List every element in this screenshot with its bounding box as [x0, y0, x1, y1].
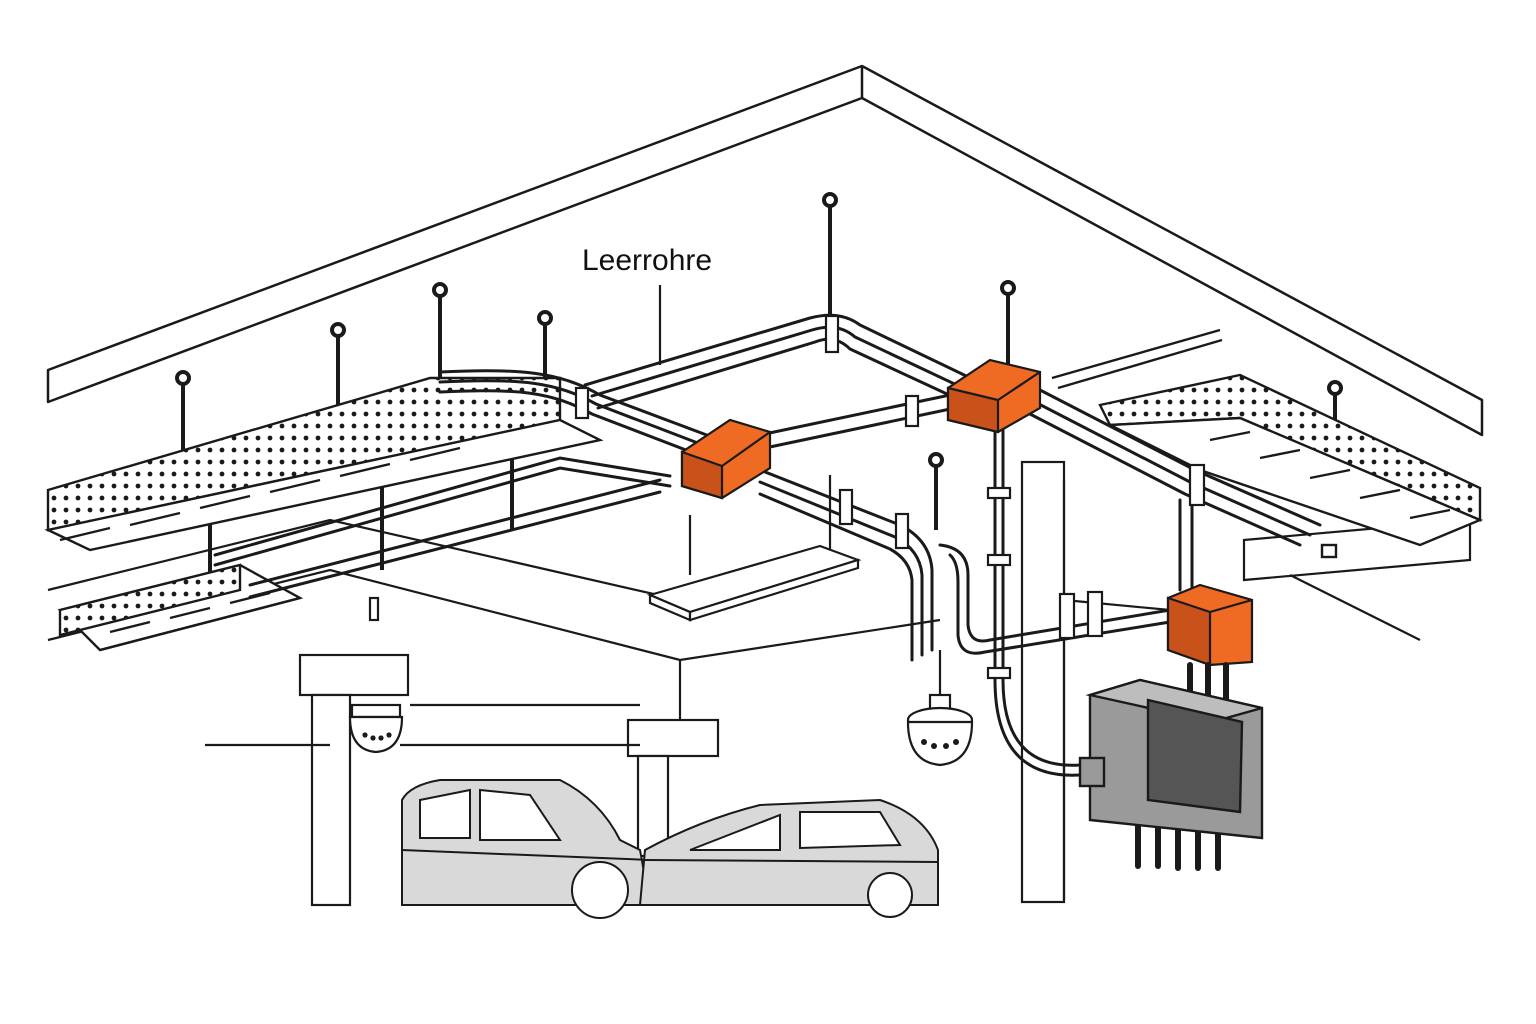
pipe-clamps: [368, 314, 1206, 680]
dome-camera-icon: [348, 703, 404, 754]
conduit-callout: Leerrohre: [582, 244, 712, 365]
ceiling-slab: [46, 64, 1484, 437]
ceiling-light-icon: [646, 475, 862, 622]
car-icon: [401, 779, 652, 919]
junction-box-icon: [1166, 583, 1254, 667]
dome-camera-icon: [906, 650, 974, 767]
junction-box-icon: [946, 358, 1042, 434]
parked-cars: [401, 779, 939, 919]
distribution-panel-icon: [1078, 678, 1264, 840]
car-icon: [638, 798, 939, 918]
cable-tray-left: [44, 376, 604, 652]
conduit-label: Leerrohre: [582, 244, 712, 277]
junction-box-icon: [680, 418, 772, 500]
